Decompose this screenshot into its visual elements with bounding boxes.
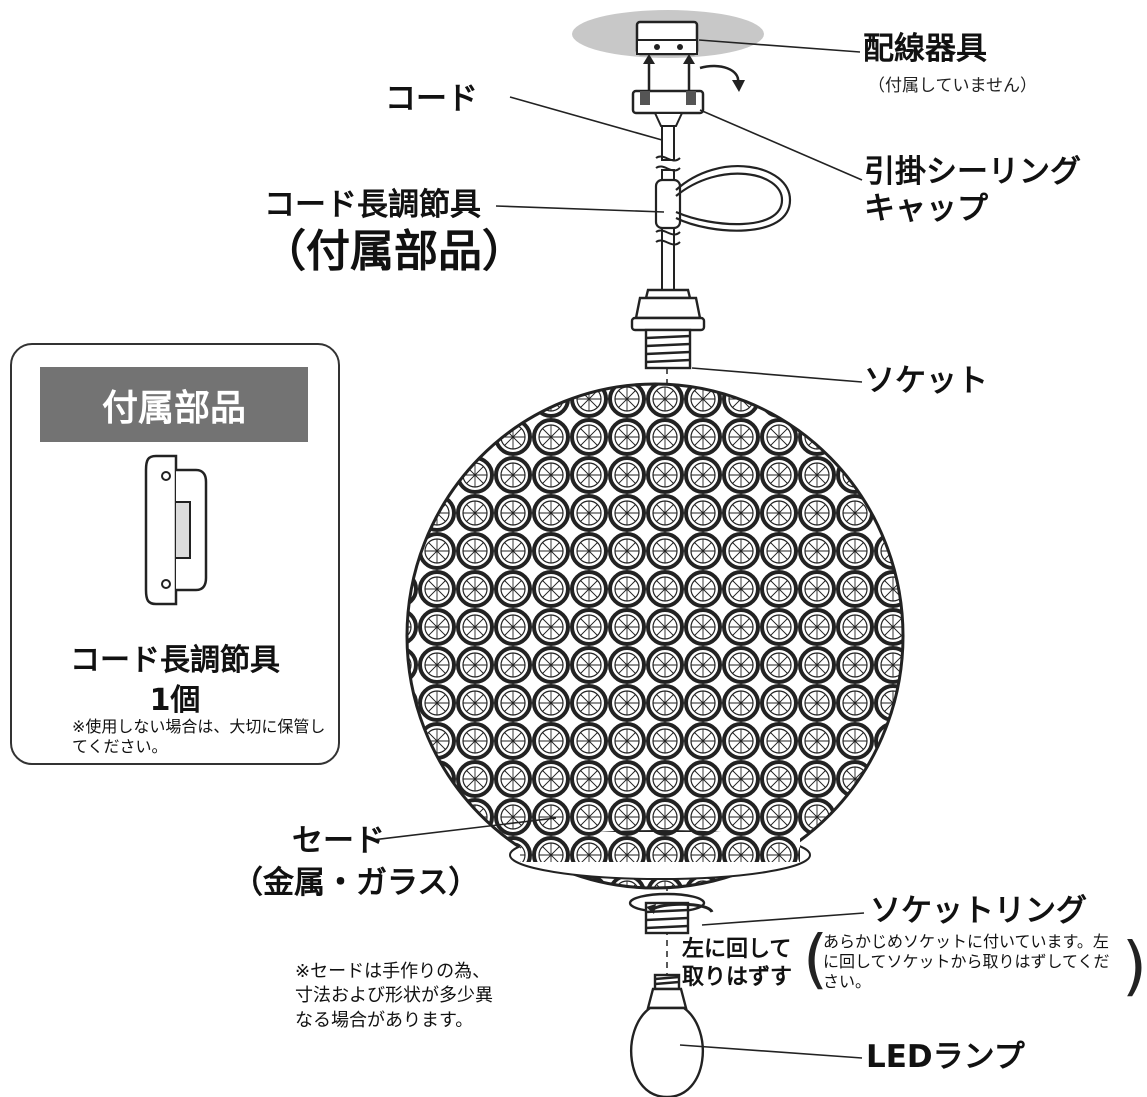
turn-left-instruction: 左に回して取りはずす	[682, 937, 793, 990]
socket-ring-note: あらかじめソケットに付いています。左に回してソケットから取りはずしてください。	[823, 932, 1110, 991]
cord-label: コード	[385, 81, 478, 117]
socket-ring-label: ソケットリング	[870, 893, 1087, 929]
shade-label: セード	[292, 823, 385, 859]
socket-label: ソケット	[864, 363, 988, 399]
accessory-item-name: コード長調節具	[70, 643, 280, 678]
socket-drawing	[630, 288, 706, 370]
ceiling-cap-label: 引掛シーリング	[864, 154, 1081, 190]
wiring-device	[635, 20, 699, 56]
adjuster-label: コード長調節具	[264, 187, 481, 223]
accessory-quantity: 1個	[149, 683, 201, 718]
accessory-panel: 付属部品 コード長調節具 1個 ※使用しない場合は、大切に保管してください。	[10, 343, 340, 765]
wiring-device-note: （付属していません）	[868, 76, 1037, 96]
socket-ring-drawing	[628, 892, 714, 935]
cord-adjuster-drawing	[654, 165, 792, 232]
led-lamp-label: LEDランプ	[866, 1039, 1025, 1075]
ceiling-cap	[631, 89, 705, 127]
led-lamp-drawing	[630, 973, 704, 1097]
leader-lines	[371, 39, 865, 1059]
shade-ball	[405, 382, 905, 890]
ceiling-cap-label-2: キャップ	[864, 191, 988, 227]
accessory-note: ※使用しない場合は、大切に保管してください。	[72, 717, 326, 756]
shade-note: ※セードは手作りの為、寸法および形状が多少異なる場合があります。	[295, 961, 493, 1031]
close-paren: )	[1122, 930, 1147, 1004]
open-paren: (	[803, 923, 828, 997]
attach-arrows	[643, 54, 745, 92]
wiring-device-label: 配線器具	[863, 31, 987, 67]
accessory-panel-title: 付属部品	[40, 367, 308, 442]
accessory-paren-label: （付属部品）	[262, 226, 526, 277]
adjuster-icon	[144, 454, 208, 606]
shade-material-label: （金属・ガラス）	[232, 865, 480, 901]
